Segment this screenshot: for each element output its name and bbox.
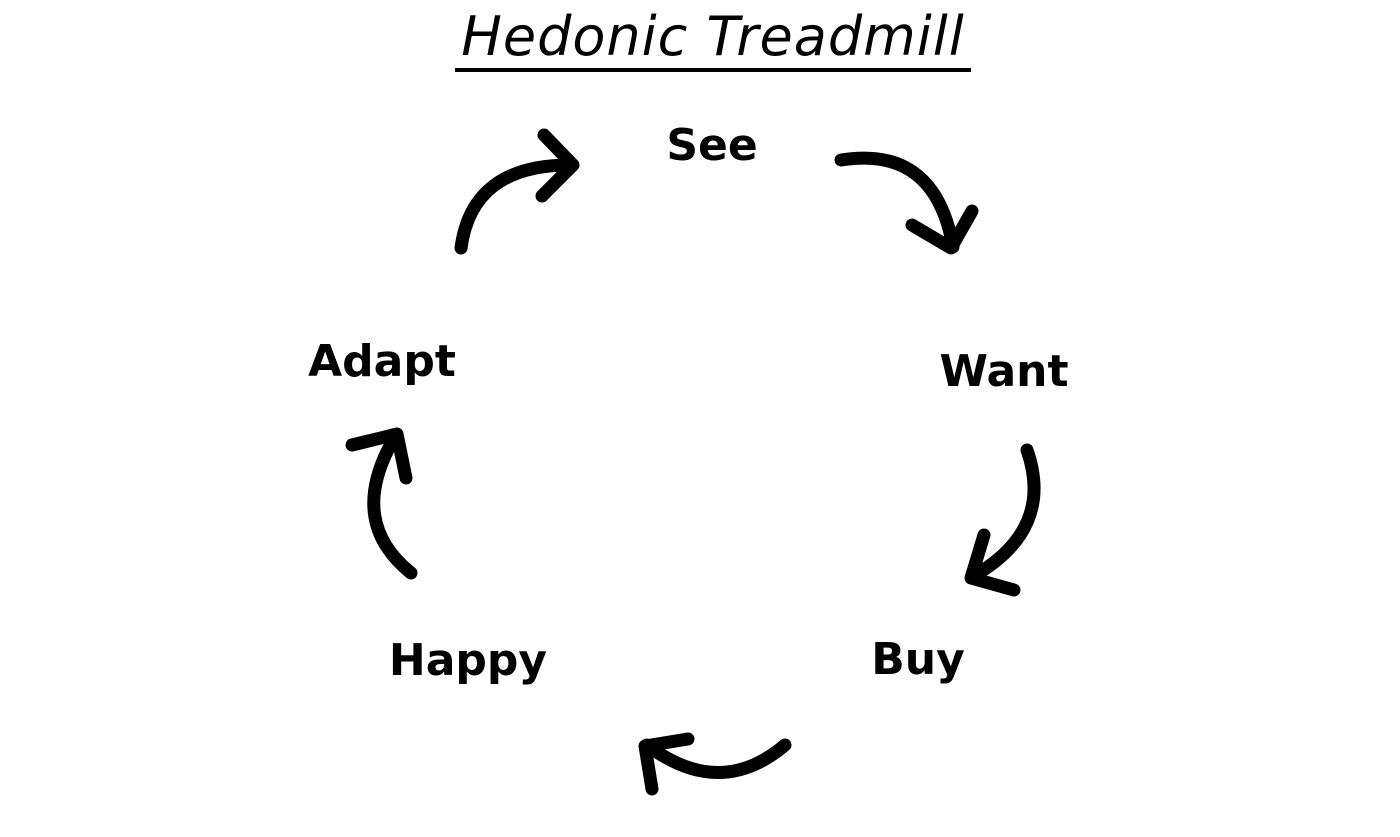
arrow-happy-to-adapt-head — [345, 427, 413, 485]
arrow-want-to-buy-shaft — [965, 443, 1041, 584]
stage-adapt: Adapt — [308, 336, 456, 387]
stage-buy: Buy — [871, 634, 965, 685]
stage-want: Want — [939, 346, 1069, 397]
arrow-see-to-want-shaft — [834, 151, 960, 254]
arrow-buy-to-happy-head — [638, 732, 695, 796]
diagram-title: Hedonic Treadmill — [0, 10, 1400, 72]
arrow-adapt-to-see-shaft — [454, 158, 577, 255]
stage-see: See — [666, 120, 758, 171]
arrow-buy-to-happy-shaft — [640, 738, 792, 779]
arrow-happy-to-adapt — [345, 427, 418, 580]
arrow-buy-to-happy — [638, 732, 792, 796]
arrow-see-to-want-head — [905, 204, 979, 255]
arrow-adapt-to-see-head — [535, 128, 580, 203]
arrow-see-to-want — [834, 151, 979, 255]
arrow-want-to-buy — [964, 443, 1041, 597]
arrow-want-to-buy-head — [964, 528, 1021, 597]
stage-happy: Happy — [388, 635, 548, 686]
arrow-adapt-to-see — [454, 128, 580, 255]
diagram-title-text: Hedonic Treadmill — [455, 10, 971, 72]
arrow-happy-to-adapt-shaft — [367, 428, 418, 580]
